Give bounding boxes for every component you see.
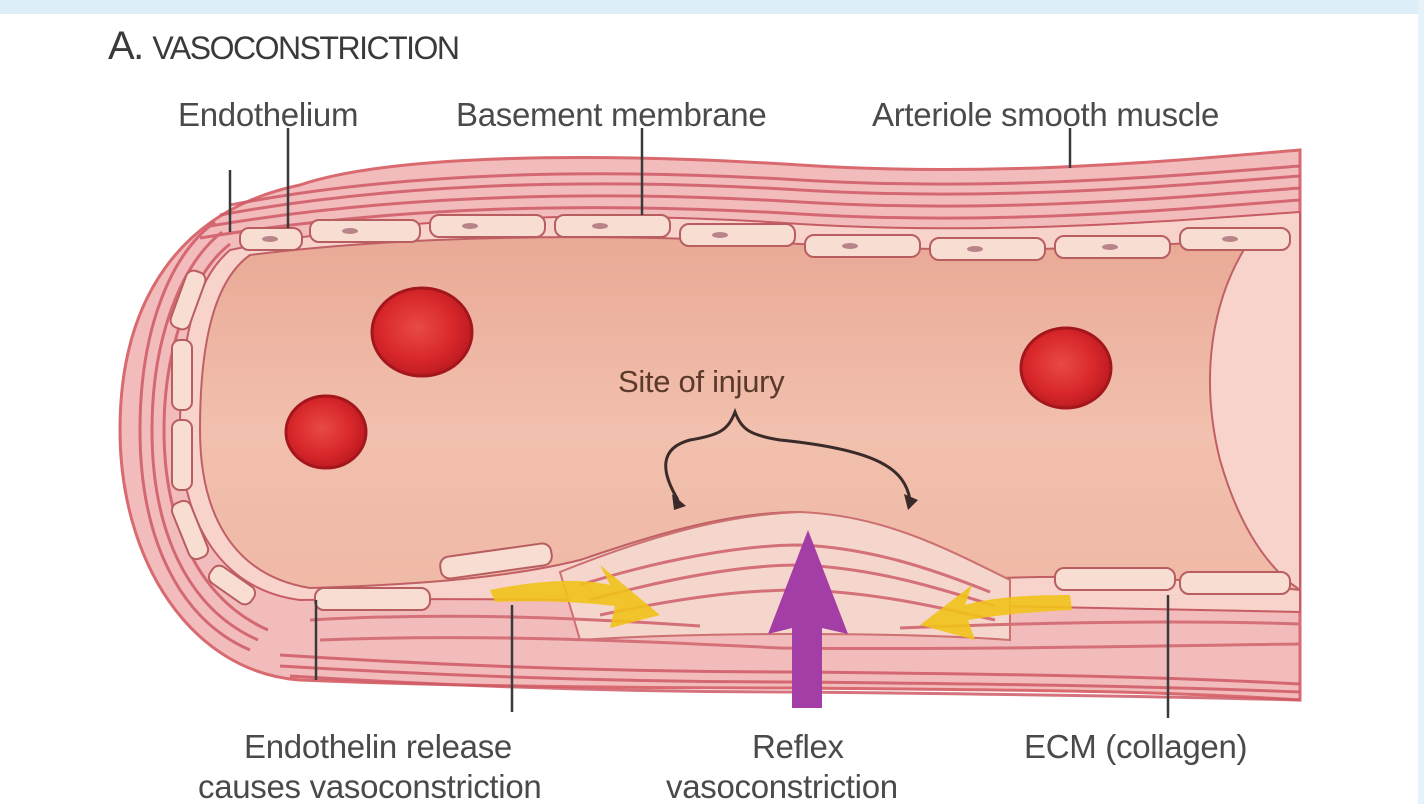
red-blood-cell bbox=[1021, 328, 1111, 408]
label-reflex-line2: vasoconstriction bbox=[666, 770, 898, 803]
label-endothelin-line1: Endothelin release bbox=[244, 730, 512, 763]
panel-title-text: VASOCONSTRICTION bbox=[152, 30, 458, 66]
red-blood-cell bbox=[286, 396, 366, 468]
label-ecm-collagen: ECM (collagen) bbox=[1024, 730, 1247, 763]
panel-letter: A. bbox=[108, 24, 143, 68]
panel-title: A. VASOCONSTRICTION bbox=[108, 26, 459, 66]
label-site-of-injury: Site of injury bbox=[618, 366, 784, 397]
label-basement-membrane: Basement membrane bbox=[456, 98, 766, 131]
label-reflex-line1: Reflex bbox=[752, 730, 844, 763]
label-arteriole-smooth-muscle: Arteriole smooth muscle bbox=[872, 98, 1219, 131]
label-endothelin-line2: causes vasoconstriction bbox=[198, 770, 541, 803]
red-blood-cell bbox=[372, 288, 472, 376]
label-endothelium: Endothelium bbox=[178, 98, 358, 131]
